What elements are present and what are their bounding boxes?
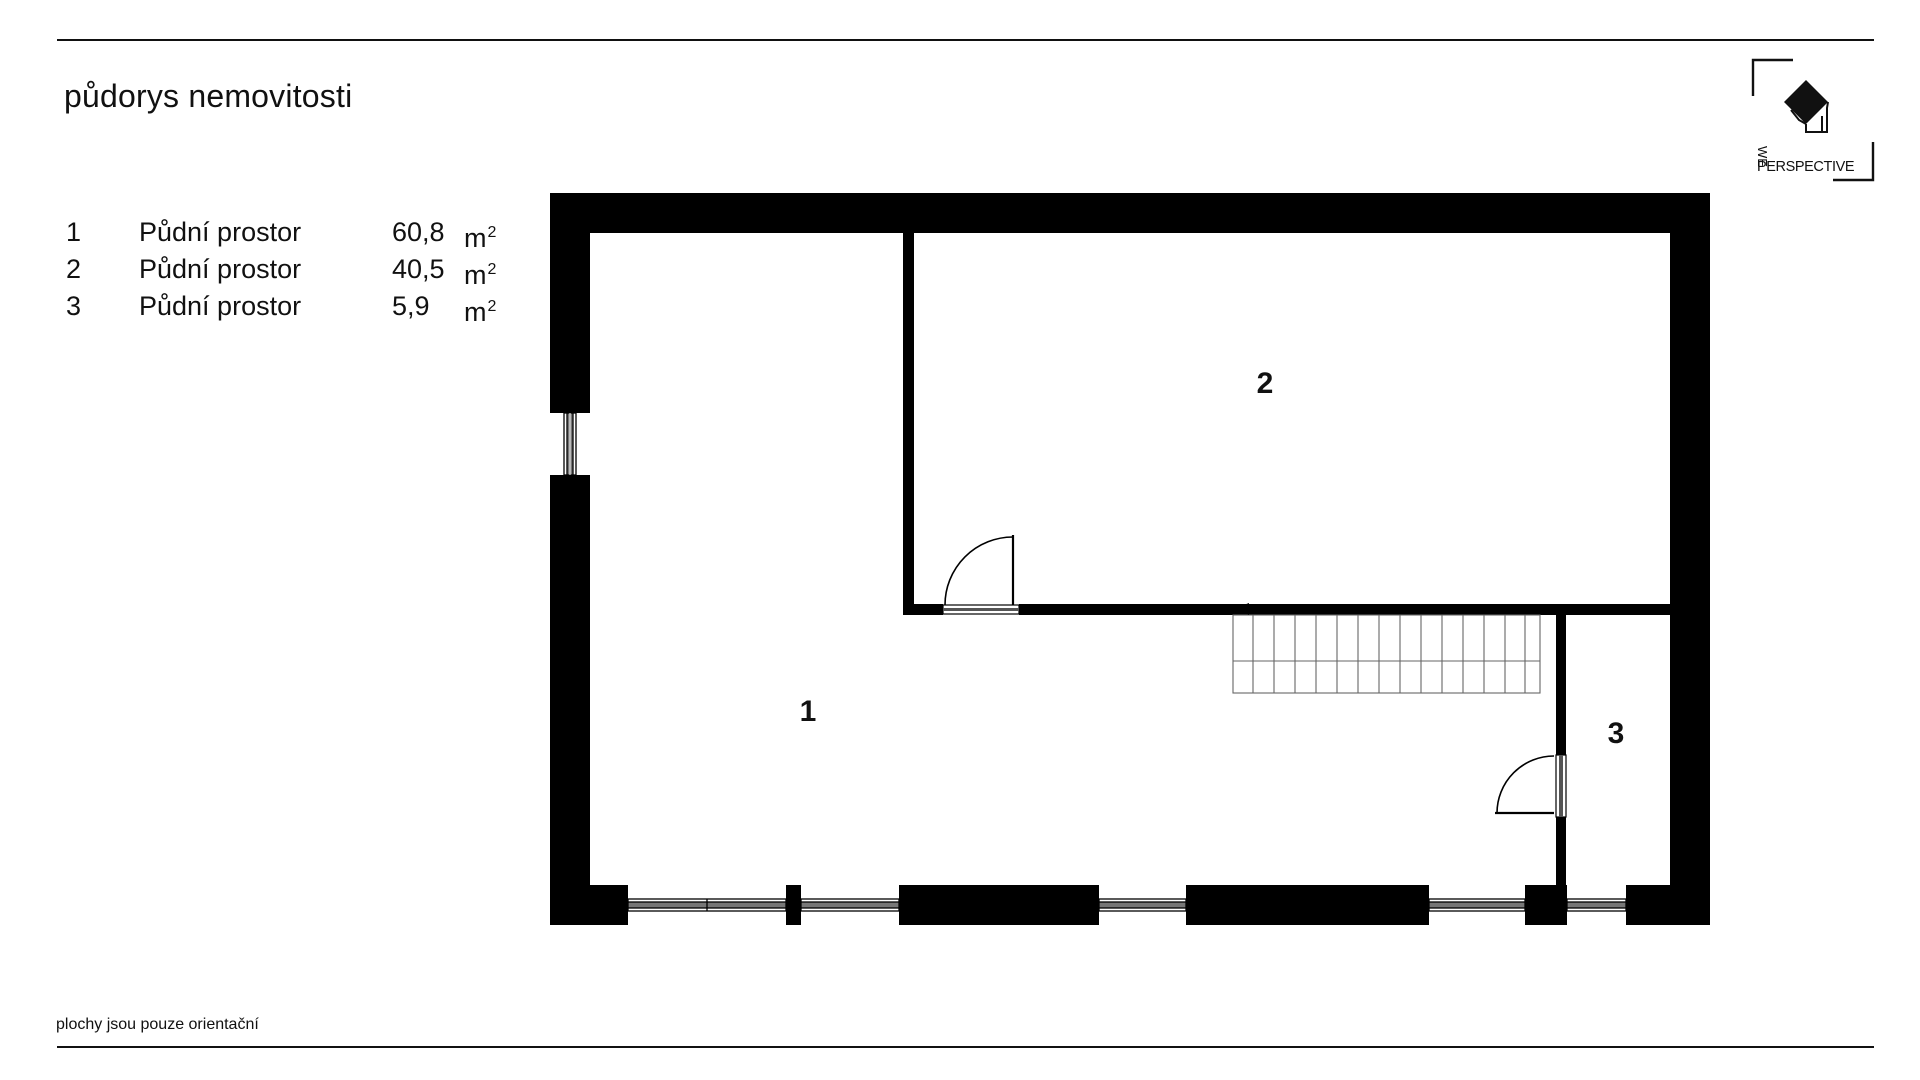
room-name: Půdní prostor — [139, 217, 302, 247]
wall-bottom-seg-4 — [1186, 885, 1429, 925]
partition-room2-bottom-a — [903, 604, 943, 615]
room-name: Půdní prostor — [139, 291, 302, 321]
wall-left-lower — [550, 475, 590, 925]
wall-bottom-seg-1 — [550, 885, 628, 925]
room-area: 60,8 — [392, 217, 445, 247]
wall-bottom-seg-6 — [1626, 885, 1710, 925]
wall-top — [550, 193, 1710, 233]
room-label-3: 3 — [1608, 717, 1625, 750]
door-room3 — [1495, 754, 1567, 818]
window-bottom-1 — [627, 898, 787, 912]
room-area: 40,5 — [392, 254, 445, 284]
doors — [942, 535, 1567, 818]
windows — [563, 412, 1627, 912]
logo-text-we: WE — [1755, 146, 1770, 167]
unit-exponent: 2 — [487, 298, 497, 315]
partition-room3-lower — [1556, 817, 1566, 885]
room-unit: m2 — [464, 214, 496, 257]
bottom-rule — [57, 1046, 1874, 1048]
wall-bottom-seg-5 — [1525, 885, 1567, 925]
partition-room2-left — [903, 233, 914, 615]
wall-left-upper — [550, 193, 590, 413]
room-name: Půdní prostor — [139, 254, 302, 284]
room-label-2: 2 — [1257, 367, 1274, 400]
unit-base: m — [464, 297, 487, 327]
wall-right — [1670, 193, 1710, 925]
room-unit: m2 — [464, 288, 496, 331]
room-labels: 1 2 3 — [800, 367, 1625, 750]
window-left — [563, 412, 577, 476]
room-area: 5,9 — [392, 291, 430, 321]
floor-plan: 1 2 3 — [550, 193, 1710, 925]
house-icon — [1784, 80, 1829, 133]
window-bottom-4 — [1428, 898, 1526, 912]
page-title: půdorys nemovitosti — [64, 78, 353, 114]
window-bottom-5 — [1566, 898, 1627, 912]
unit-exponent: 2 — [487, 261, 497, 278]
room-number: 2 — [66, 254, 82, 284]
walls — [550, 193, 1710, 925]
logo-corner-bottom-right — [1833, 142, 1875, 182]
top-rule — [57, 39, 1874, 41]
unit-exponent: 2 — [487, 224, 497, 241]
stair-arrow-icon — [1233, 603, 1249, 615]
partition-room3-upper — [1556, 615, 1566, 755]
logo-text-perspective: PERSPECTIVE — [1757, 159, 1855, 175]
room-unit: m2 — [464, 251, 496, 294]
window-bottom-3 — [1098, 898, 1187, 912]
wall-bottom-seg-3 — [899, 885, 1099, 925]
door-room2 — [942, 535, 1020, 615]
room-label-1: 1 — [800, 695, 817, 728]
footnote: plochy jsou pouze orientační — [56, 1016, 259, 1033]
we-perspective-logo: WE PERSPECTIVE — [1751, 58, 1875, 182]
unit-base: m — [464, 260, 487, 290]
wall-bottom-seg-2 — [786, 885, 801, 925]
room-number: 1 — [66, 217, 82, 247]
staircase — [1232, 603, 1541, 694]
window-bottom-2 — [800, 898, 900, 912]
logo-corner-top-left — [1751, 58, 1793, 96]
room-number: 3 — [66, 291, 82, 321]
unit-base: m — [464, 223, 487, 253]
